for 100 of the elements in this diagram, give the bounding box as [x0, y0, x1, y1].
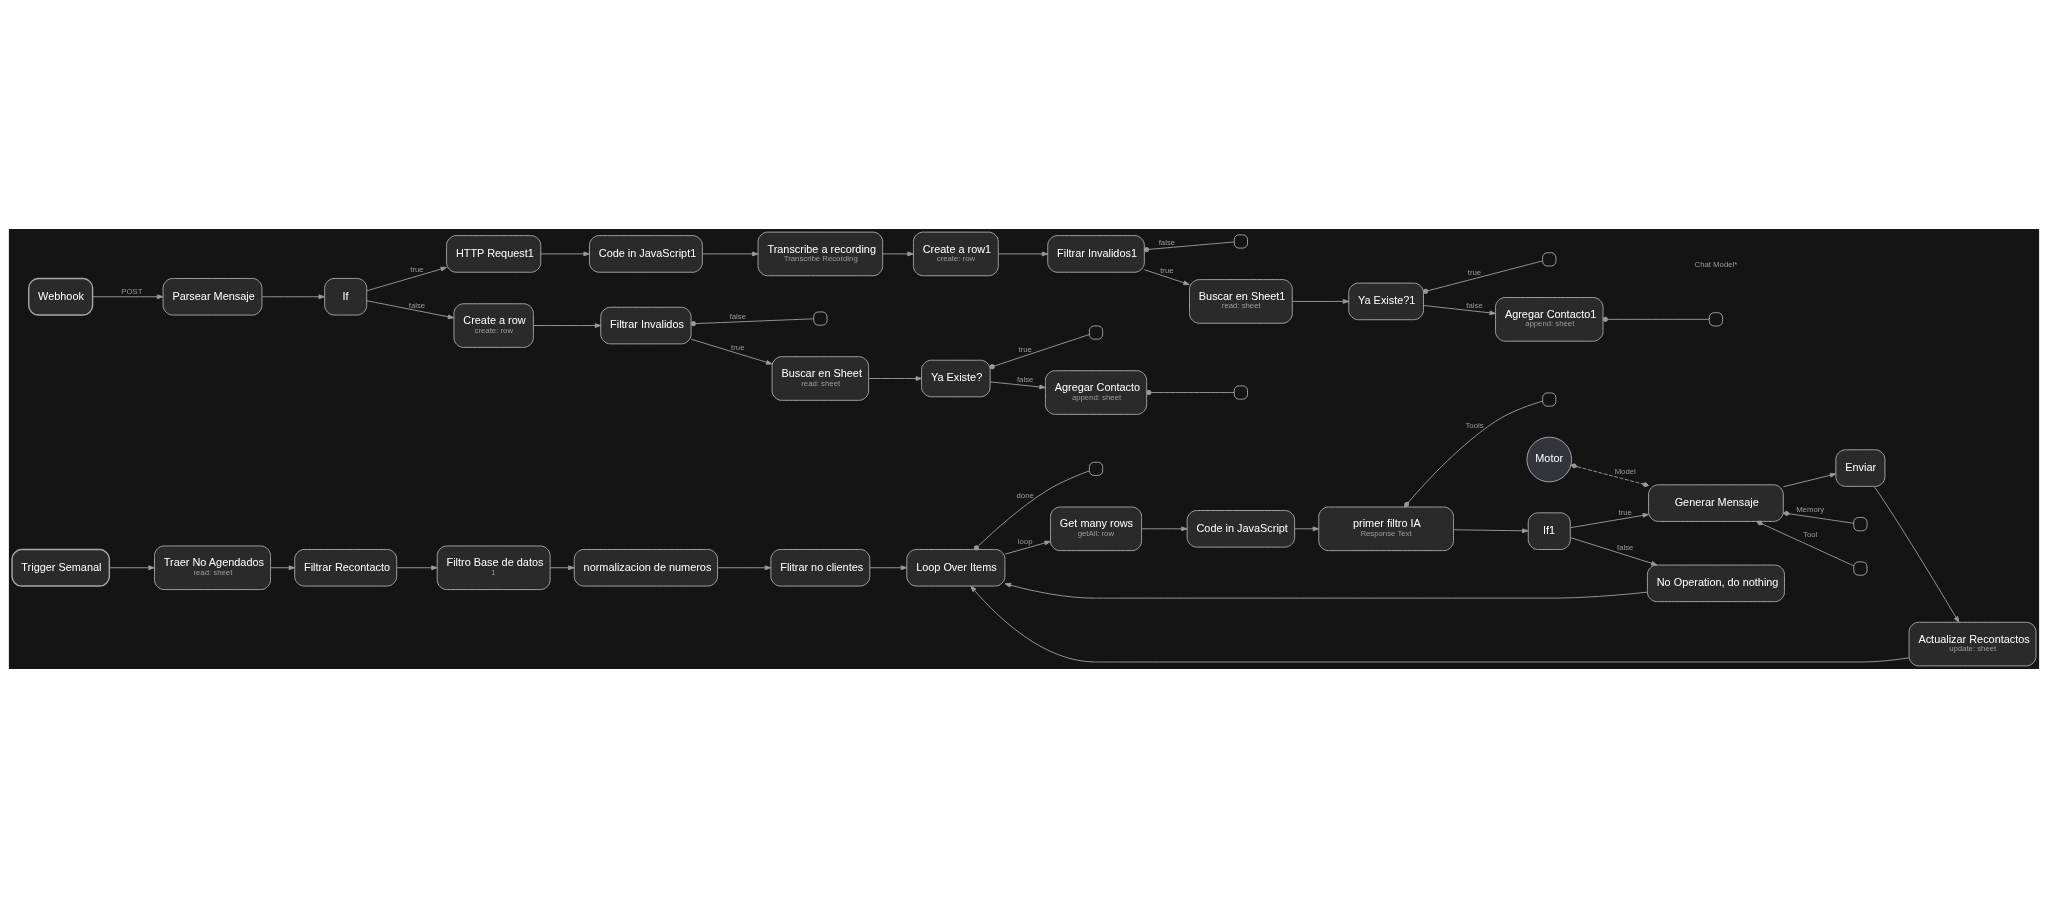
node-box	[1088, 325, 1104, 340]
edge-label: false	[408, 300, 426, 310]
connector	[1146, 389, 1235, 395]
node-box	[1088, 461, 1104, 476]
node-box: normalizacion de numeros	[573, 548, 719, 587]
node-box	[1542, 391, 1557, 407]
edge-label: false	[1016, 374, 1034, 384]
arrow	[396, 564, 438, 570]
arrow	[1004, 540, 1051, 555]
node-box: Generar Mensaje	[1648, 483, 1784, 522]
node-box	[1542, 251, 1557, 266]
edge-label: true	[1160, 265, 1174, 275]
node-box	[1233, 384, 1248, 400]
node-box: Get many rows getAll: row	[1050, 506, 1143, 551]
node-box: Filtro Base de datos 1	[436, 545, 551, 590]
arrow	[366, 266, 447, 291]
connector	[973, 470, 1090, 551]
connector	[1782, 510, 1855, 524]
node-box: Transcribe a recording Transcribe Recording	[757, 231, 884, 276]
arrow	[989, 380, 1046, 389]
arrow	[702, 251, 759, 256]
connector	[1570, 462, 1649, 487]
arrow	[108, 564, 155, 570]
node-box: Actualizar Recontactos update: sheet	[1908, 621, 2037, 666]
node-box: Loop Over Items	[906, 548, 1006, 587]
edge-label: Model	[1614, 466, 1636, 476]
arrow	[869, 564, 908, 570]
arrow	[882, 251, 914, 256]
node-box: Buscar en Sheet read: sheet	[771, 355, 870, 401]
arrow	[1782, 472, 1837, 487]
node-circle: Motor	[1526, 436, 1573, 482]
arrow	[868, 375, 922, 381]
node-box: Ya Existe?1	[1348, 282, 1424, 320]
connector	[989, 333, 1090, 369]
arrow	[1141, 525, 1188, 531]
node-box: Ya Existe?	[921, 359, 991, 397]
node-box: Create a row1 create: row	[912, 231, 999, 276]
node-box: Filtrar Recontacto	[294, 548, 398, 587]
edge-label: false	[1466, 300, 1483, 310]
node-box: Filtrar Invalidos	[600, 306, 692, 344]
arrow	[540, 251, 590, 256]
arrow	[1453, 527, 1529, 533]
node-box: If1	[1527, 511, 1571, 550]
arrow	[1294, 525, 1320, 531]
node-box: If	[324, 277, 368, 315]
arrow	[261, 293, 325, 299]
connector	[1404, 400, 1544, 507]
edge-label: false	[1158, 237, 1176, 247]
node-box: Parsear Mensaje	[162, 277, 263, 315]
node-box: Webhook	[28, 277, 94, 316]
arrow	[717, 564, 772, 570]
edge-label: true	[410, 264, 424, 274]
connector	[1423, 259, 1543, 294]
edge-label: true	[1467, 267, 1482, 277]
connector	[1756, 519, 1855, 566]
connector	[1143, 241, 1235, 252]
node-box: Trigger Semanal	[11, 548, 111, 587]
edge-label: loop	[1017, 536, 1033, 546]
node-box: No Operation, do nothing	[1646, 564, 1785, 602]
edge-label: false	[729, 311, 747, 321]
edge-label: Tools	[1465, 420, 1484, 430]
node-box: Buscar en Sheet1 read: sheet	[1189, 278, 1293, 324]
node-box	[1853, 560, 1868, 576]
node-box: Flitrar no clientes	[770, 548, 871, 587]
node-box: Agregar Contacto append: sheet	[1044, 369, 1148, 415]
arrow	[270, 564, 296, 570]
node-box: Enviar	[1835, 448, 1886, 487]
arrow	[366, 299, 455, 319]
arrow	[1143, 268, 1190, 285]
arrow	[1423, 304, 1496, 315]
arrow	[1570, 512, 1649, 528]
arrow	[1873, 485, 1960, 623]
node-box	[813, 310, 828, 326]
connector	[690, 317, 814, 326]
node-box: HTTP Request1	[446, 234, 542, 273]
connector	[1602, 316, 1710, 322]
arrow	[532, 322, 602, 328]
arrow	[92, 293, 164, 299]
arrow	[998, 251, 1049, 256]
node-box: Traer No Agendados read: sheet	[154, 545, 271, 590]
arrow	[1570, 536, 1658, 566]
edge-label: Memory	[1796, 504, 1825, 514]
arrow	[970, 585, 1910, 662]
arrow	[549, 564, 575, 570]
edge-label: POST	[121, 286, 143, 296]
edge-label: true	[1618, 507, 1632, 517]
node-box: Code in JavaScript1	[589, 234, 703, 273]
node-box	[1853, 516, 1868, 531]
node-box: Create a row create: row	[453, 302, 534, 348]
edge-label: true	[731, 342, 745, 352]
arrow	[690, 338, 773, 365]
edge-label: true	[1018, 344, 1032, 354]
edge-label: done	[1016, 490, 1034, 500]
node-box	[1708, 311, 1723, 326]
node-box	[1233, 233, 1248, 249]
node-box: Filtrar Invalidos1	[1047, 234, 1145, 273]
node-box: Agregar Contacto1 append: sheet	[1495, 296, 1604, 342]
arrow	[1004, 582, 1648, 599]
node-box: primer filtro IA Response Text	[1318, 506, 1454, 551]
arrow	[1291, 298, 1350, 304]
